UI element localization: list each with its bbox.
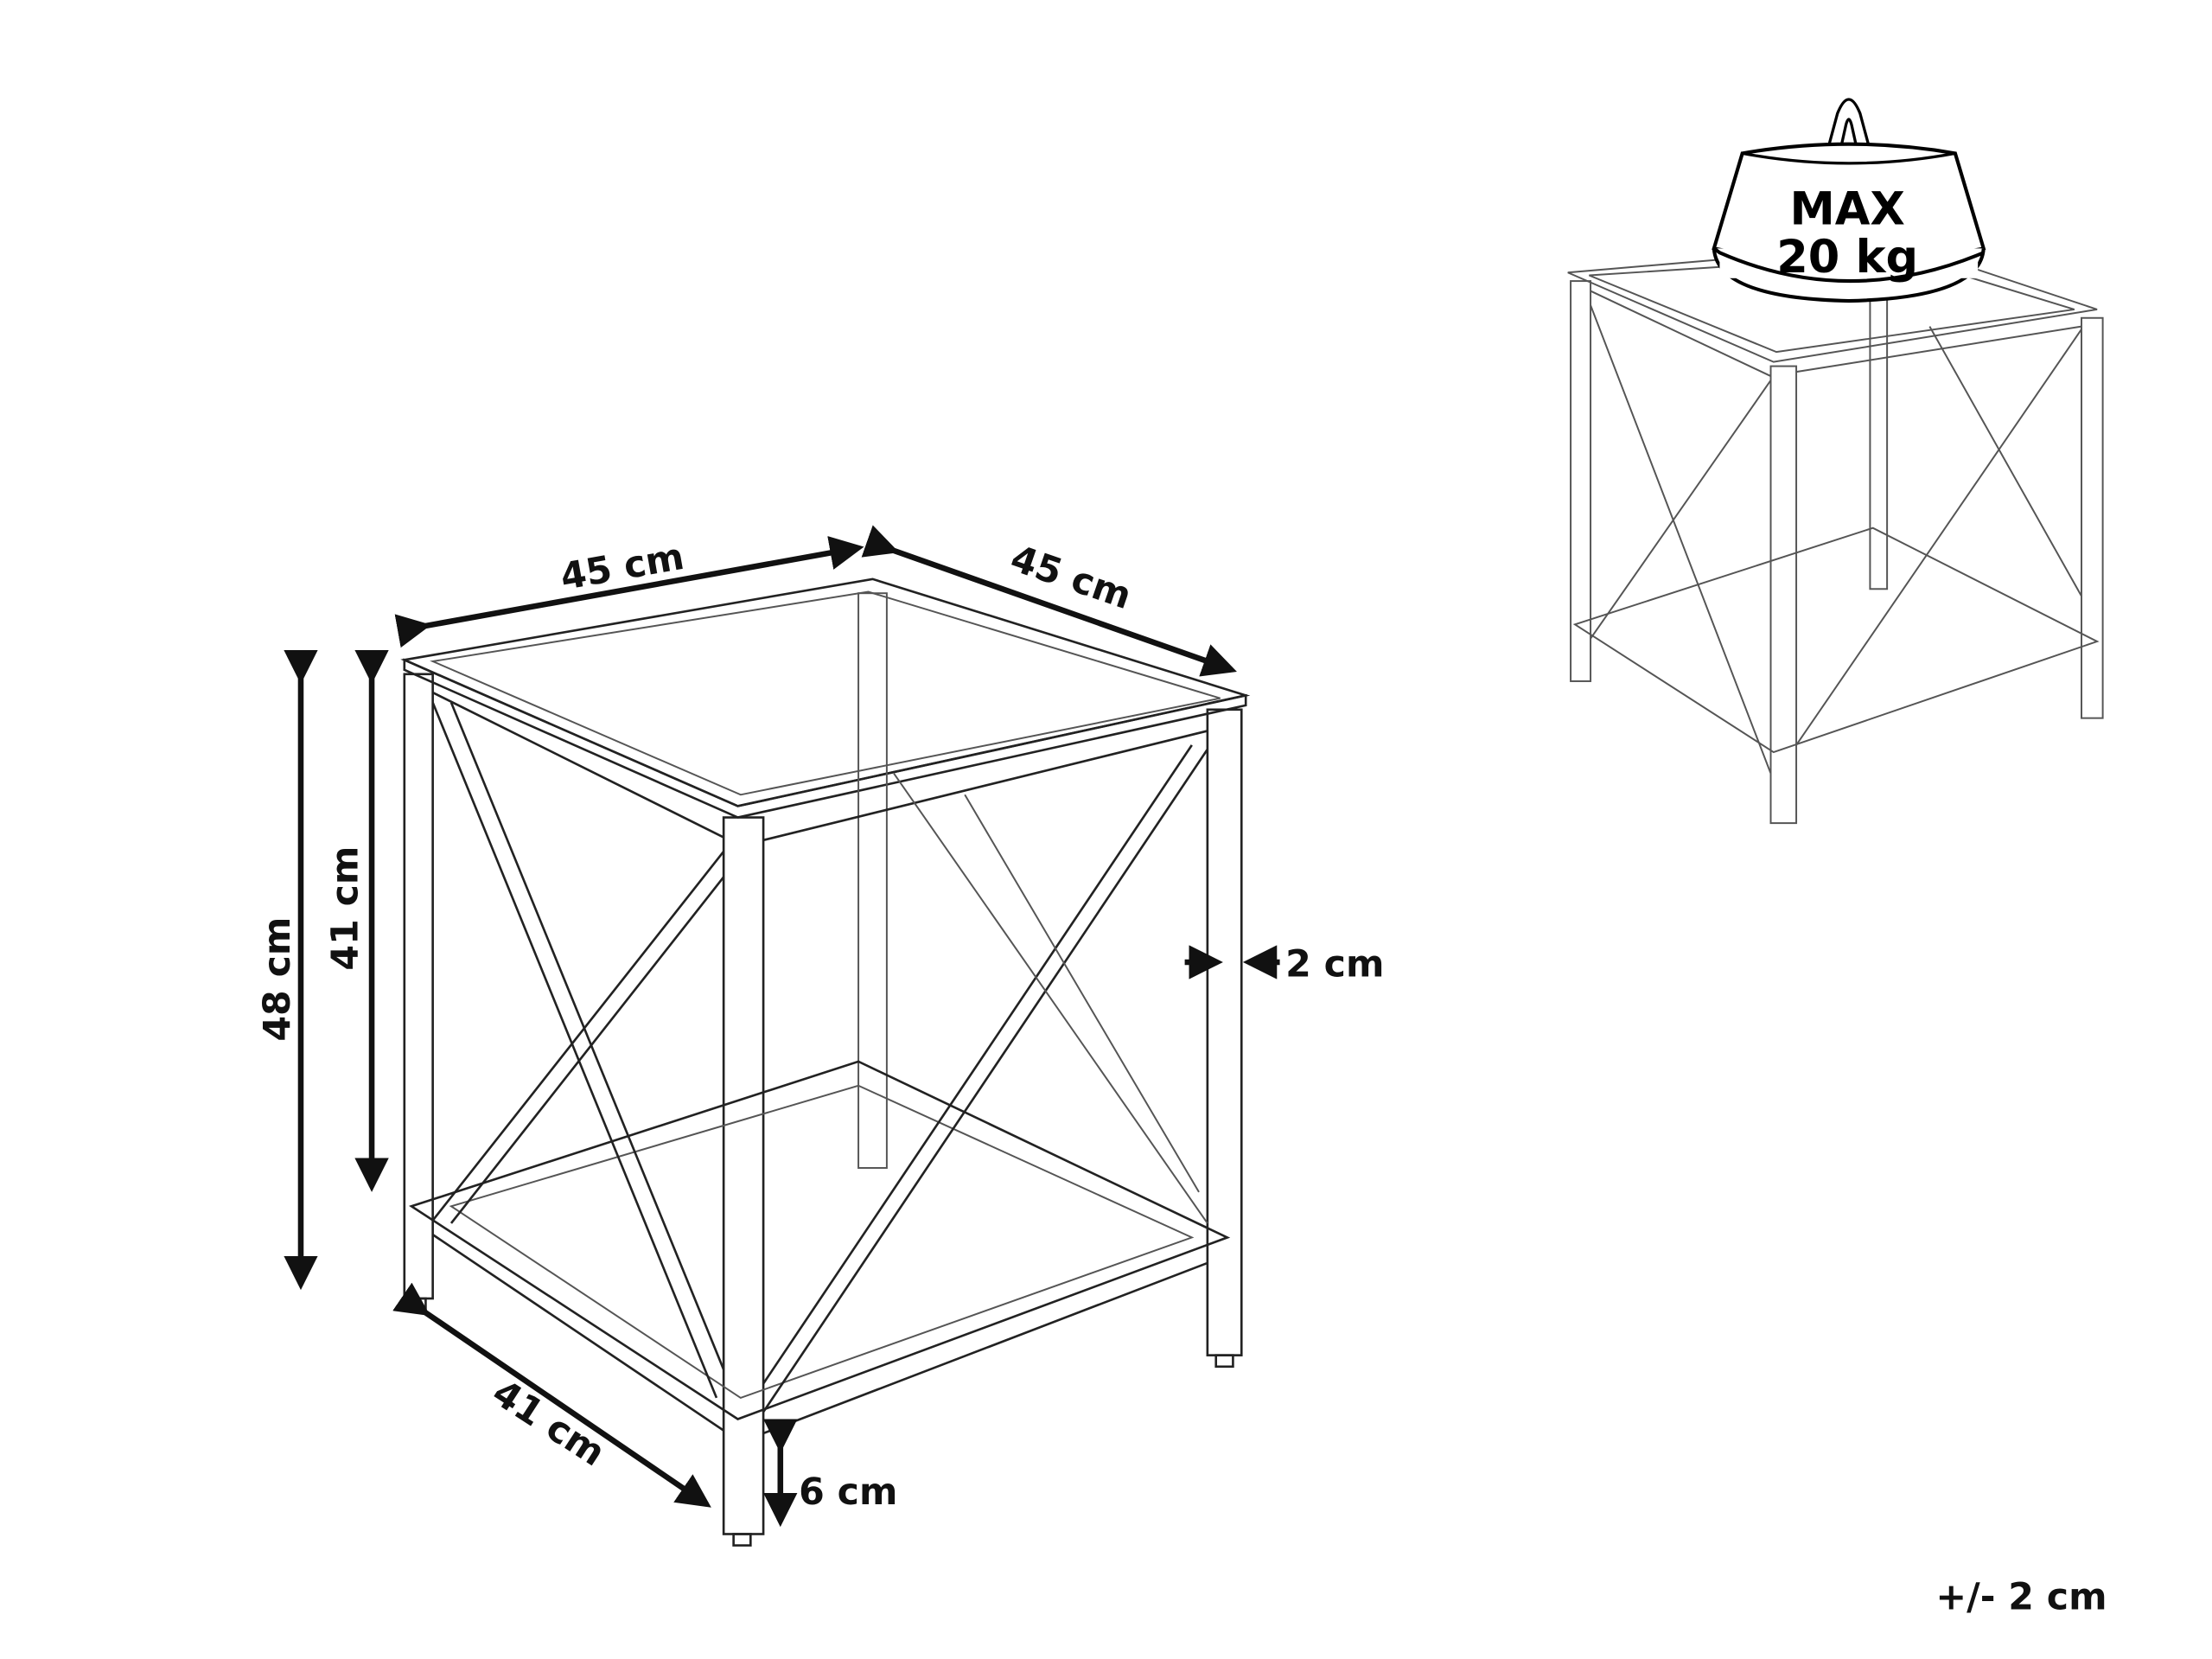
load-table-drawing <box>1567 243 2104 825</box>
dim-base-depth: 41 cm <box>485 1371 613 1475</box>
dim-total-height: 48 cm <box>256 917 299 1042</box>
weight-icon <box>1712 98 1986 303</box>
dim-frame-height: 41 cm <box>324 846 367 971</box>
dim-leg-thickness: 2 cm <box>1285 942 1384 986</box>
weight-max-label: MAX <box>1789 182 1904 235</box>
tolerance-note: +/- 2 cm <box>1935 1575 2107 1618</box>
dimension-arrows <box>284 525 1280 1528</box>
dim-top-depth: 45 cm <box>1005 537 1137 618</box>
dim-shelf-clearance: 6 cm <box>799 1471 897 1514</box>
weight-value-label: 20 kg <box>1776 231 1918 284</box>
